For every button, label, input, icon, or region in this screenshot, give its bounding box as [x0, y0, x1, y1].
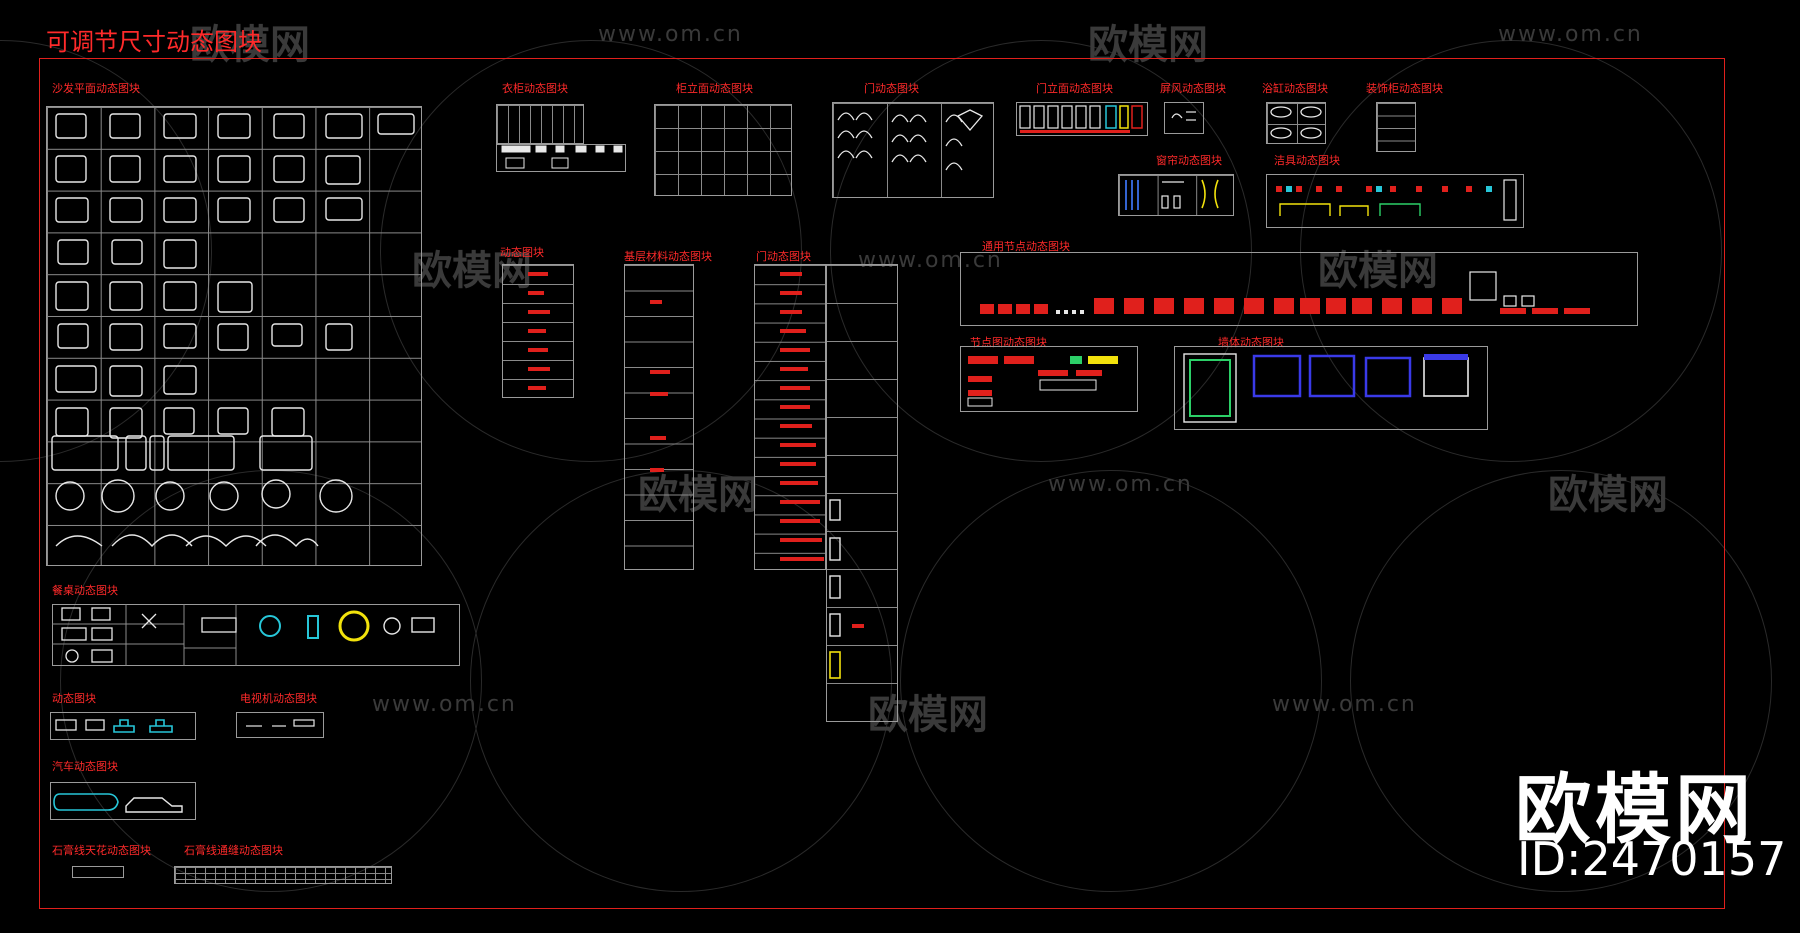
drawing-frame: [39, 58, 1725, 909]
curtain-blocks[interactable]: [1118, 174, 1234, 216]
label-dining: 餐桌动态图块: [52, 584, 118, 597]
node-panel[interactable]: [960, 346, 1138, 412]
red-bar: [780, 348, 810, 352]
red-bar: [650, 392, 668, 396]
label-misc-left: 动态图块: [500, 246, 544, 259]
red-bar: [852, 624, 864, 628]
brand-logo-text: 欧模网: [1515, 765, 1755, 854]
red-bar: [650, 436, 666, 440]
car-block-panel[interactable]: [50, 782, 196, 820]
general-node-panel[interactable]: [960, 252, 1638, 326]
label-stone-line-detail: 石膏线通缝动态图块: [184, 844, 283, 857]
label-stone-line-flower: 石膏线天花动态图块: [52, 844, 151, 857]
watermark-url: www.om.cn: [1498, 22, 1643, 47]
red-bar: [650, 300, 662, 304]
red-bar: [528, 348, 548, 352]
red-bar: [780, 538, 822, 542]
tv-blocks[interactable]: [236, 712, 324, 738]
screen-panel[interactable]: [1164, 102, 1204, 134]
watermark-url: www.om.cn: [598, 22, 743, 47]
door-section-grid-right[interactable]: [826, 264, 898, 722]
red-bar: [528, 310, 550, 314]
wardrobe-block-panel[interactable]: [496, 144, 626, 172]
red-bar: [650, 370, 670, 374]
red-bar: [528, 329, 546, 333]
door-elevation-panel[interactable]: [1016, 102, 1148, 136]
general-node-blocks[interactable]: [960, 252, 1638, 326]
label-decor-cabinet: 装饰柜动态图块: [1366, 82, 1443, 95]
red-bar: [780, 405, 810, 409]
stone-panel[interactable]: [1174, 346, 1488, 430]
stone-blocks[interactable]: [1174, 346, 1488, 430]
lamp-blocks[interactable]: [50, 712, 196, 740]
model-id: ID:2470157: [1517, 832, 1787, 886]
cabinet-elevation-grid[interactable]: [654, 104, 792, 196]
door-elevation-blocks[interactable]: [1016, 102, 1148, 136]
lamp-block-panel[interactable]: [50, 712, 196, 740]
label-general-node: 通用节点动态图块: [982, 240, 1070, 253]
sanitary-blocks[interactable]: [1266, 174, 1524, 228]
red-bar: [780, 519, 820, 523]
red-bar: [528, 272, 548, 276]
red-bar: [780, 329, 806, 333]
tv-block-panel[interactable]: [236, 712, 324, 738]
label-door-section: 门动态图块: [756, 250, 811, 263]
label-screen: 屏风动态图块: [1160, 82, 1226, 95]
label-tv: 电视机动态图块: [240, 692, 317, 705]
stone-line-detail-panel[interactable]: [174, 866, 392, 884]
label-sofa: 沙发平面动态图块: [52, 82, 140, 95]
red-bar: [650, 468, 664, 472]
bath-blocks[interactable]: [1266, 102, 1326, 144]
car-blocks[interactable]: [50, 782, 196, 820]
screen-blocks[interactable]: [1164, 102, 1204, 134]
drawing-title: 可调节尺寸动态图块: [46, 28, 262, 56]
red-bar: [780, 310, 802, 314]
label-bath: 浴缸动态图块: [1262, 82, 1328, 95]
label-door-motion: 门动态图块: [864, 82, 919, 95]
label-node: 节点图动态图块: [970, 336, 1047, 349]
label-curtain: 窗帘动态图块: [1156, 154, 1222, 167]
label-wardrobe: 衣柜动态图块: [502, 82, 568, 95]
base-material-grid[interactable]: [624, 264, 694, 570]
node-blocks[interactable]: [960, 346, 1138, 412]
label-car: 汽车动态图块: [52, 760, 118, 773]
decor-cabinet-grid[interactable]: [1376, 102, 1416, 152]
red-bar: [780, 481, 818, 485]
dining-blocks[interactable]: [52, 604, 460, 666]
door-section-icons[interactable]: [826, 264, 898, 722]
sanitary-panel[interactable]: [1266, 174, 1524, 228]
wardrobe-block-grid[interactable]: [496, 104, 584, 144]
sofa-blocks[interactable]: [46, 106, 422, 566]
red-bar: [528, 386, 546, 390]
red-bar: [780, 557, 824, 561]
door-motion-blocks[interactable]: [832, 102, 994, 198]
label-base-material: 基层材料动态图块: [624, 250, 712, 263]
label-cabinet-elevation: 柜立面动态图块: [676, 82, 753, 95]
label-stone: 墙体动态图块: [1218, 336, 1284, 349]
red-bar: [528, 367, 550, 371]
red-bar: [780, 500, 820, 504]
label-lamp: 动态图块: [52, 692, 96, 705]
red-bar: [780, 462, 816, 466]
bath-grid[interactable]: [1266, 102, 1326, 144]
wardrobe-blocks[interactable]: [496, 144, 626, 172]
red-bar: [780, 291, 802, 295]
stone-line-flower-panel[interactable]: [72, 866, 124, 878]
label-sanitary: 洁具动态图块: [1274, 154, 1340, 167]
dining-block-grid[interactable]: [52, 604, 460, 666]
red-bar: [780, 367, 808, 371]
red-bar: [780, 386, 810, 390]
red-bar: [780, 272, 802, 276]
red-bar: [528, 291, 544, 295]
red-bar: [780, 443, 816, 447]
red-bar: [780, 424, 812, 428]
label-door-elevation: 门立面动态图块: [1036, 82, 1113, 95]
